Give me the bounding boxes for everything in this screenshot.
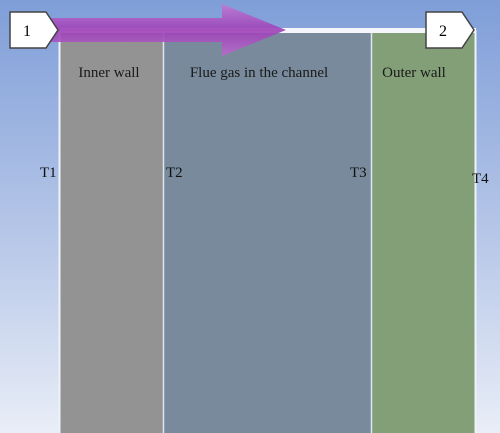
- end-marker: [425, 11, 475, 49]
- inner-wall-region: [60, 33, 163, 433]
- start-marker: [9, 11, 59, 49]
- temperature-label-t4: T4: [472, 171, 489, 187]
- flue-gas-label: Flue gas in the channel: [190, 65, 328, 81]
- outer-wall-region: [372, 33, 475, 433]
- start-marker-label: 1: [23, 23, 31, 40]
- temperature-label-t1: T1: [40, 165, 57, 181]
- inner-wall-label: Inner wall: [78, 65, 139, 81]
- flow-arrow: [48, 4, 286, 56]
- end-marker-label: 2: [439, 23, 447, 40]
- outer-wall-label: Outer wall: [382, 65, 446, 81]
- temperature-label-t3: T3: [350, 165, 367, 181]
- flue-gas-region: [164, 33, 371, 433]
- temperature-label-t2: T2: [166, 165, 183, 181]
